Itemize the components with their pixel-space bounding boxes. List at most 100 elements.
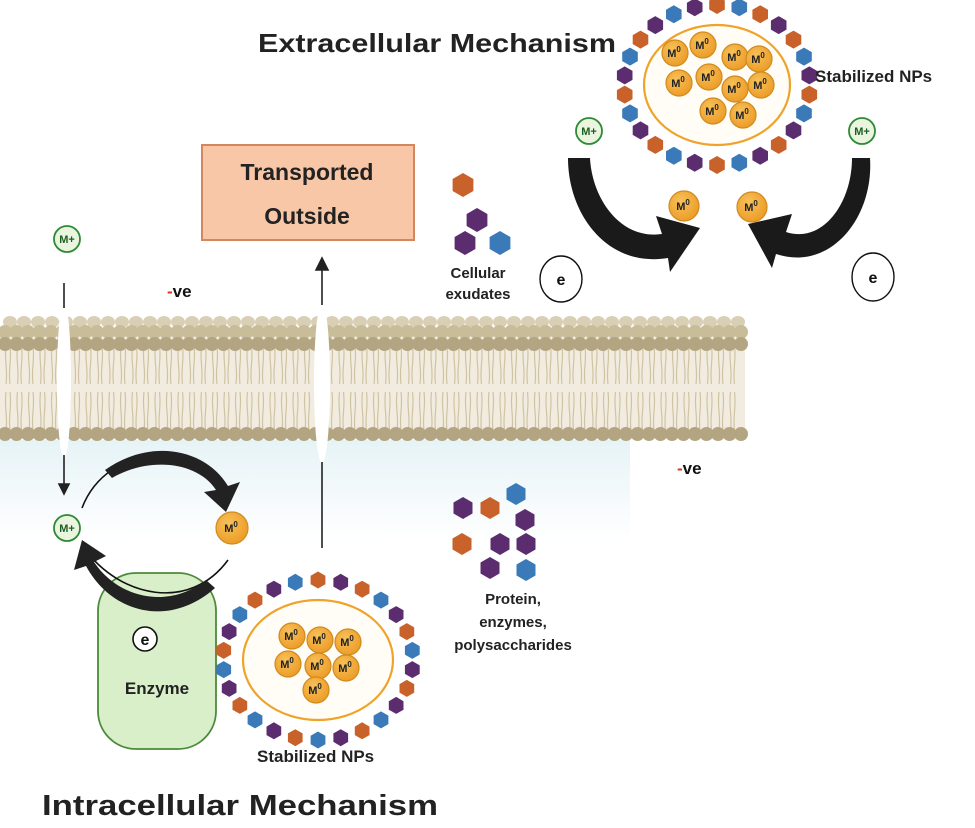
lipid-tail [384, 391, 391, 431]
lipid-tail [165, 391, 173, 431]
stabilized-label-bottom: Stabilized NPs [257, 747, 374, 766]
lipid-head-bottom [274, 427, 288, 441]
lipid-tail [464, 391, 472, 431]
lipid-head-bottom [504, 427, 518, 441]
lipid-head-top [492, 337, 507, 351]
lipid-tail [545, 391, 552, 431]
membrane-pore-left [57, 302, 71, 458]
lipid-head-back [3, 316, 17, 328]
lipid-head-top [182, 337, 196, 351]
lipid-head-back [17, 316, 31, 328]
lipid-head-top [435, 337, 449, 351]
lipid-head-top [722, 337, 737, 351]
lipid-head-bottom [435, 427, 449, 441]
lipid-tail [211, 391, 219, 431]
lipid-head-bottom [228, 427, 242, 441]
lipid-head-back [437, 316, 451, 328]
lipid-head-mid [492, 325, 507, 339]
lipid-head-top [596, 337, 610, 351]
lipid-head-mid [343, 325, 357, 339]
lipid-head-back [199, 316, 213, 328]
capping-hexagon [333, 729, 349, 747]
capping-hexagon [731, 0, 748, 17]
lipid-head-mid [239, 325, 254, 339]
protein-hex [515, 509, 535, 531]
lipid-head-bottom [124, 427, 139, 441]
enzyme-body [97, 572, 217, 750]
lipid-head-mid [504, 325, 518, 339]
exudate-hex-purple [454, 231, 476, 255]
lipid-head-top [389, 337, 403, 351]
lipid-head-mid [377, 325, 392, 339]
lipid-head-bottom [711, 427, 725, 441]
lipid-head-bottom [182, 427, 196, 441]
lipid-head-mid [458, 325, 472, 339]
capping-hexagon [709, 0, 725, 14]
capping-hexagon [686, 0, 703, 17]
lipid-head-top [412, 337, 426, 351]
lipid-head-bottom [423, 427, 438, 441]
lipid-head-bottom [21, 427, 35, 441]
lipid-head-mid [389, 325, 403, 339]
lipid-head-top [665, 337, 679, 351]
lipid-head-bottom [573, 427, 587, 441]
lipid-head-mid [182, 325, 196, 339]
lipid-head-mid [32, 325, 47, 339]
transported-label-line2: Outside [264, 203, 350, 229]
lipid-head-mid [0, 325, 12, 339]
lipid-head-back [465, 316, 479, 328]
lipid-head-back [269, 316, 283, 328]
lipid-head-back [185, 316, 199, 328]
lipid-tail [96, 391, 104, 431]
lipid-head-mid [136, 325, 150, 339]
lipid-head-back [367, 316, 381, 328]
lipid-tail [16, 391, 23, 431]
lipid-tail [85, 391, 92, 431]
lipid-head-mid [354, 325, 369, 339]
negative-charge-outer: -ve [167, 282, 192, 301]
lipid-head-bottom [688, 427, 702, 441]
lipid-head-mid [228, 325, 242, 339]
lipid-tail [338, 391, 345, 431]
lipid-head-bottom [366, 427, 380, 441]
lipid-tail [441, 391, 449, 431]
lipid-tail [476, 391, 483, 431]
lipid-head-bottom [665, 427, 679, 441]
electron-extracellular-right: e [851, 252, 895, 302]
lipid-head-top [297, 337, 311, 351]
svg-text:e: e [869, 270, 878, 287]
capping-hexagon [622, 47, 638, 66]
lipid-head-back [227, 316, 241, 328]
lipid-head-top [481, 337, 495, 351]
lipid-head-bottom [262, 427, 277, 441]
nanoparticle-atom: M0 [332, 654, 360, 682]
lipid-tail [625, 391, 633, 431]
lipid-head-top [653, 337, 668, 351]
extracellular-arrow-right [748, 158, 871, 268]
lipid-head-back [325, 316, 339, 328]
lipid-head-back [73, 316, 87, 328]
lipid-head-bottom [389, 427, 403, 441]
negative-charge-inner: -ve [677, 459, 702, 478]
stabilized-label-top: Stabilized NPs [815, 67, 932, 86]
lipid-head-bottom [515, 427, 530, 441]
lipid-head-top [193, 337, 208, 351]
extracellular-title: Extracellular Mechanism [258, 28, 616, 58]
nanoparticle-atom: M0 [695, 63, 723, 91]
lipid-head-mid [274, 325, 288, 339]
lipid-head-mid [67, 325, 81, 339]
lipid-head-mid [205, 325, 219, 339]
cytoplasm-region [0, 440, 630, 540]
lipid-head-top [32, 337, 47, 351]
svg-text:M+: M+ [59, 234, 75, 246]
lipid-head-bottom [239, 427, 254, 441]
lipid-tail [717, 391, 725, 431]
lipid-head-bottom [642, 427, 656, 441]
nanoparticle-atom: M0 [334, 628, 362, 656]
capping-hexagon [221, 679, 237, 697]
enzyme-label: Enzyme [125, 679, 189, 698]
capping-hexagon [373, 711, 389, 729]
transported-label-line1: Transported [241, 159, 374, 185]
lipid-head-top [527, 337, 541, 351]
